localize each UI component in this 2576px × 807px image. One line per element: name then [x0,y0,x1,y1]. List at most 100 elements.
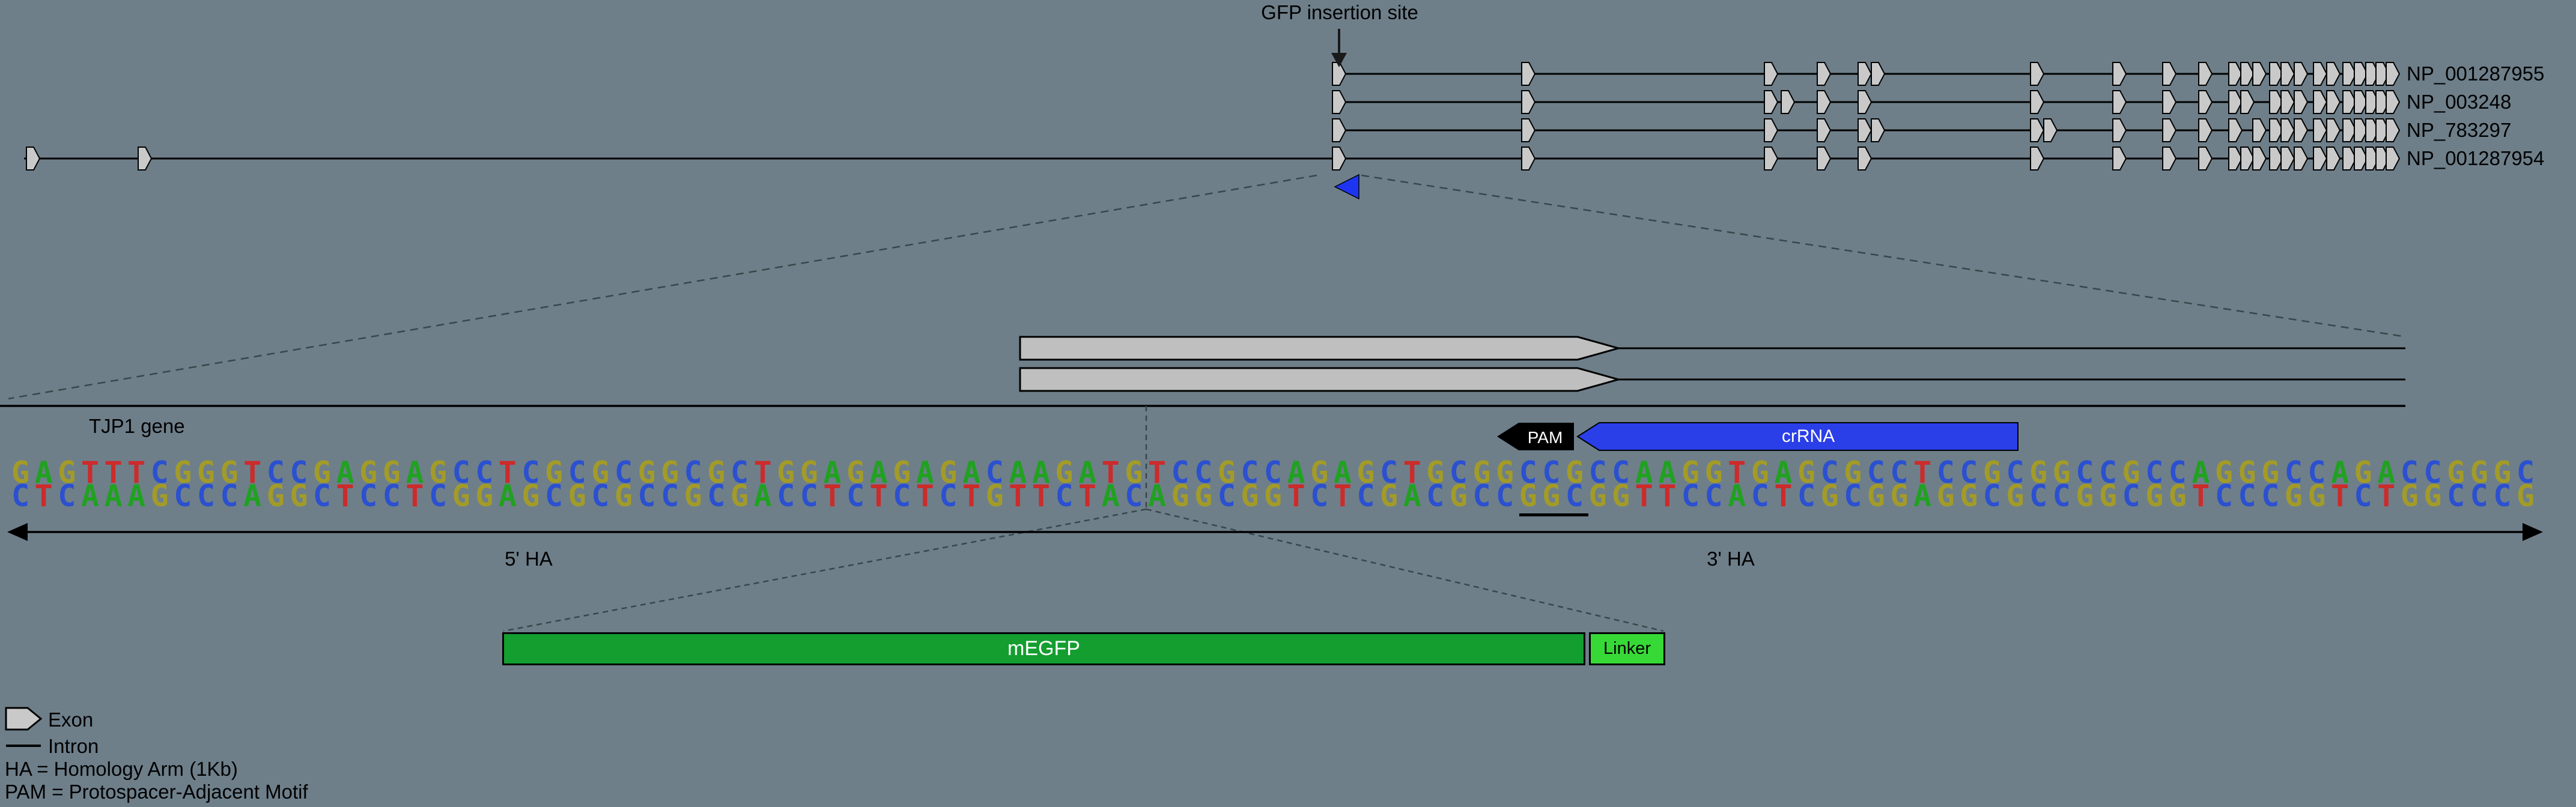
nt-C: C [359,479,383,513]
nt-G: G [1936,479,1960,513]
nt-A: A [127,479,151,513]
nt-G: G [1379,479,1403,513]
nt-C: C [1612,455,1635,490]
nt-G: G [1426,455,1450,490]
exon-marker [2342,90,2357,114]
gfp-insertion-arrow [1331,29,1347,67]
nt-G: G [1704,455,1728,490]
exon-marker [138,147,153,171]
megfp-insert-box: mEGFP [502,632,1585,665]
nt-C: C [2238,479,2262,513]
nt-C: C [1565,479,1589,516]
nt-A: A [406,455,429,490]
exon-marker [2030,62,2045,86]
nt-G: G [1890,479,1913,513]
nt-T: T [1147,455,1171,490]
nt-C: C [174,479,197,513]
nt-G: G [150,479,174,513]
nt-C: C [2284,455,2308,490]
nt-C: C [1704,479,1728,513]
nt-G: G [220,455,244,490]
nt-C: C [1379,455,1403,490]
nt-C: C [2423,455,2447,490]
nt-C: C [568,455,592,490]
transcript-label: NP_783297 [2407,119,2512,141]
nt-C: C [777,479,800,513]
nt-A: A [1635,455,1659,490]
nt-A: A [1009,455,1032,490]
nt-G: G [1171,479,1195,513]
nt-T: T [2377,479,2401,513]
nt-G: G [359,455,383,490]
nt-G: G [1310,455,1334,490]
nt-C: C [800,479,824,513]
nt-C: C [707,479,731,513]
exon-marker [2228,62,2243,86]
exon-marker [1764,118,1779,142]
exon-marker [1521,90,1536,114]
nt-C: C [1496,479,1519,513]
nt-A: A [498,479,522,513]
nt-T: T [753,455,777,490]
dna-bottom-strand: CTCAAAGCCCAGGCTCCTCGGAGCGCGCCGCGACCTCTCT… [11,479,2539,516]
nt-G: G [1820,479,1844,513]
nt-G: G [985,479,1009,513]
exon-marker [2342,118,2357,142]
exon-marker [2354,147,2369,171]
nt-C: C [1241,455,1264,490]
nt-G: G [777,455,800,490]
nt-G: G [2423,479,2447,513]
legend-exon-label: Exon [48,709,94,731]
nt-G: G [1449,479,1473,513]
exon-marker [2280,147,2295,171]
nt-C: C [1426,479,1450,513]
nt-G: G [1263,479,1287,513]
nt-G: G [800,455,824,490]
nt-T: T [1635,479,1659,513]
nt-C: C [1844,479,1867,513]
gene-name-label: TJP1 gene [89,415,185,437]
nt-C: C [2493,479,2517,513]
nt-G: G [1844,455,1867,490]
nt-T: T [1658,479,1681,513]
exon-marker [2386,62,2401,86]
nt-T: T [1101,455,1125,490]
nt-G: G [11,455,35,490]
nt-T: T [1031,479,1056,513]
nt-T: T [80,455,105,490]
zoom-guide-right-line [1361,174,2403,337]
exon-marker [2386,90,2401,114]
nt-G: G [637,455,661,490]
nt-A: A [2377,455,2401,490]
nt-C: C [1125,479,1148,513]
nt-A: A [1031,455,1056,490]
transcript-track [1332,118,2401,142]
nt-G: G [1588,479,1612,513]
nt-G: G [2284,479,2308,513]
nt-G: G [1241,479,1264,513]
nt-G: G [591,455,615,490]
exon-marker [2030,147,2045,171]
nt-G: G [2145,479,2169,513]
exon-marker [2162,118,2177,142]
nt-C: C [684,455,708,490]
nt-G: G [382,455,406,490]
nt-C: C [220,479,244,513]
exon-marker [2294,62,2309,86]
nt-G: G [2214,455,2238,490]
exon-marker [2313,118,2328,142]
pam-arrow [1497,423,1574,450]
nt-C: C [266,455,290,490]
exon-marker [2043,118,2058,142]
nt-C: C [196,479,220,513]
nt-C: C [2052,479,2076,513]
exon-marker [2162,62,2177,86]
exon-marker [2280,90,2295,114]
transcript-label: NP_001287954 [2407,147,2545,169]
nt-A: A [916,455,940,490]
nt-C: C [2214,479,2238,513]
transcript-track [1332,62,2401,86]
exon-marker [1858,147,1873,171]
nt-C: C [290,455,313,490]
nt-G: G [1612,479,1635,513]
